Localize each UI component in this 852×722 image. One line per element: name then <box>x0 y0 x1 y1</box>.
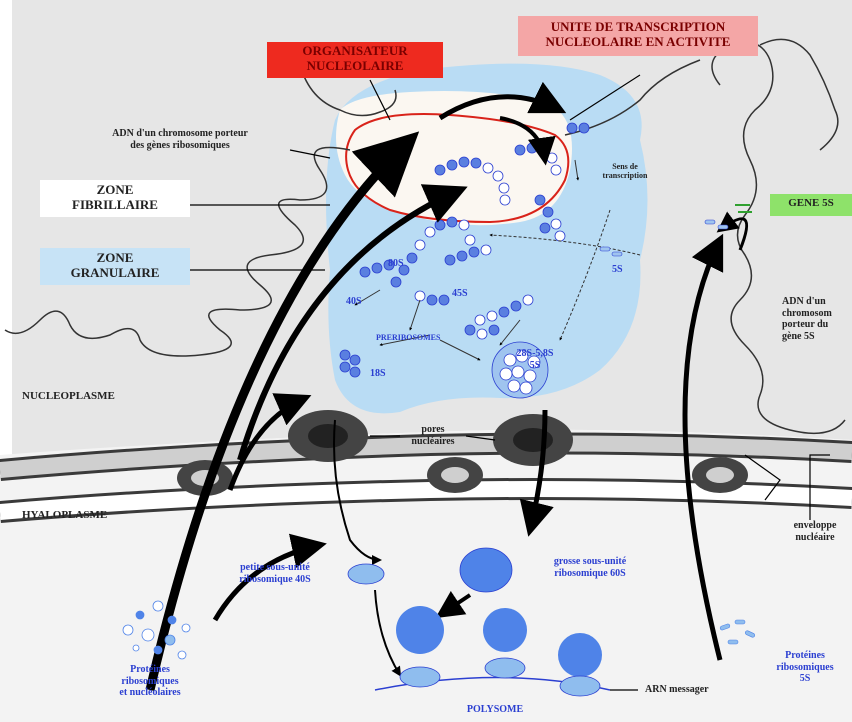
unite-label: UNITE DE TRANSCRIPTION NUCLEOLAIRE EN AC… <box>545 19 731 49</box>
processing-arrows <box>354 159 641 361</box>
gene-5s-box <box>770 194 852 216</box>
proteines-nucleolaires-label: Protéines ribosomiques et nucléolaires <box>119 664 181 698</box>
label-preribosomes: PRERIBOSOMES <box>376 333 441 342</box>
label-80s: 80S <box>388 258 404 269</box>
unite-box <box>518 16 758 56</box>
adn-5s-label: ADN d'un chromosom porteur du gène 5S <box>782 296 832 342</box>
proteines-5s-label: Protéines ribosomiques 5S <box>776 650 834 684</box>
nuclear-envelope <box>0 432 852 523</box>
nuclear-pore-left <box>288 410 368 462</box>
polysome <box>374 606 611 697</box>
hyaloplasme-label: HYALOPLASME <box>22 509 108 521</box>
organisateur-label: ORGANISATEUR NUCLEOLAIRE <box>302 43 408 73</box>
label-18s: 18S <box>370 368 386 379</box>
nuclear-pore-right <box>493 414 573 466</box>
granule-cluster <box>491 341 549 399</box>
dna-top-strand <box>299 64 397 117</box>
enveloppe-label: enveloppe nucléaire <box>793 520 837 543</box>
petite-sous-unite-label: petite sous-unité ribosomique 40S <box>239 562 311 585</box>
pores-label: pores nucléaires <box>411 424 455 447</box>
adn-chromosome-label: ADN d'un chromosome porteur des gènes ri… <box>112 128 248 151</box>
gene-5s-marks <box>735 204 752 213</box>
label-5s: 5S <box>612 264 623 275</box>
sens-transcription-label: Sens de transcription <box>602 162 648 181</box>
large-subunit-60s <box>459 547 513 593</box>
protein-cluster-right <box>719 619 756 645</box>
zone-granulaire-label: ZONE GRANULAIRE <box>70 250 160 280</box>
small-subunit-40s <box>347 563 385 585</box>
zone-granulaire-box <box>40 248 190 285</box>
protein-cluster-left <box>122 600 191 660</box>
zone-fibrillaire-box <box>40 180 190 217</box>
label-40s: 40S <box>346 296 362 307</box>
polysome-label: POLYSOME <box>466 704 524 715</box>
flow-arrows <box>145 81 749 692</box>
dna-left-strand <box>4 146 351 357</box>
zone-fibrillaire-label: ZONE FIBRILLAIRE <box>72 182 158 212</box>
nucleoplasme-label: NUCLEOPLASME <box>22 390 115 402</box>
arn-messager-label: ARN messager <box>645 684 709 695</box>
label-45s: 45S <box>452 288 468 299</box>
dna-5s-strand <box>711 41 846 435</box>
rna-5s-marks <box>599 219 729 257</box>
gene-5s-label: GENE 5S <box>788 197 834 209</box>
leader-lines <box>190 74 830 691</box>
organisateur-box <box>267 42 443 78</box>
grosse-sous-unite-label: grosse sous-unité ribosomique 60S <box>553 556 627 579</box>
label-28s: 28S-5,8S 5S <box>516 348 554 371</box>
